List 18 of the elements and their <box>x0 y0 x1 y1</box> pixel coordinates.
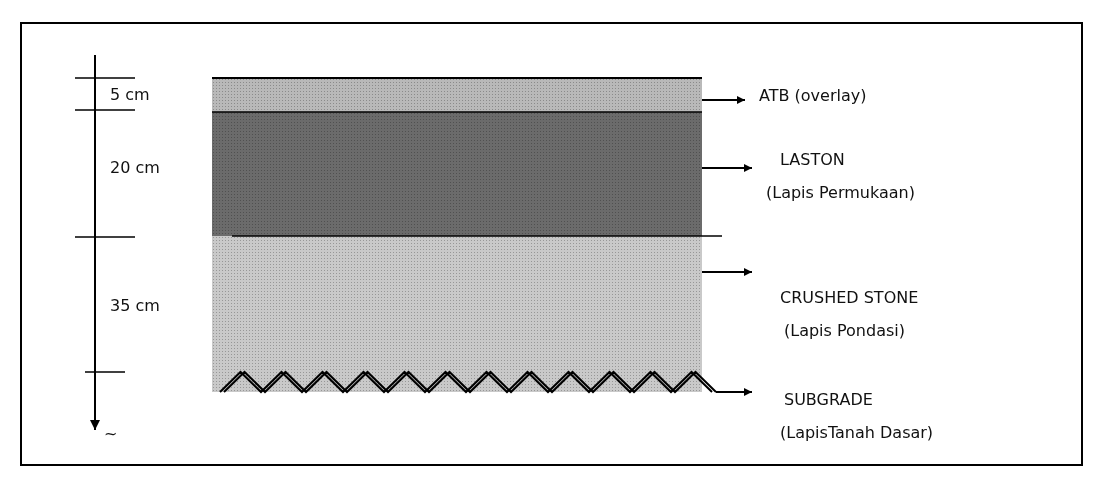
layer-label: CRUSHED STONE <box>780 288 919 307</box>
surface-layer <box>212 112 702 236</box>
layer-label: LASTON <box>780 150 846 169</box>
arrow <box>701 268 753 276</box>
tilde-mark: ~ <box>104 424 118 443</box>
layer-label: ATB (overlay) <box>759 86 867 105</box>
depth-label: 35 cm <box>110 296 160 315</box>
layer-subtitle: (Lapis Permukaan) <box>766 183 915 202</box>
depth-label: 5 cm <box>110 85 150 104</box>
arrow <box>715 388 753 396</box>
layer-subtitle: (LapisTanah Dasar) <box>780 423 934 442</box>
layer-label: SUBGRADE <box>784 390 874 409</box>
arrow <box>701 96 746 104</box>
overlay-layer <box>212 78 702 112</box>
arrow <box>701 164 753 172</box>
base-layer <box>212 236 702 392</box>
layer-subtitle: (Lapis Pondasi) <box>784 321 906 340</box>
depth-label: 20 cm <box>110 158 160 177</box>
